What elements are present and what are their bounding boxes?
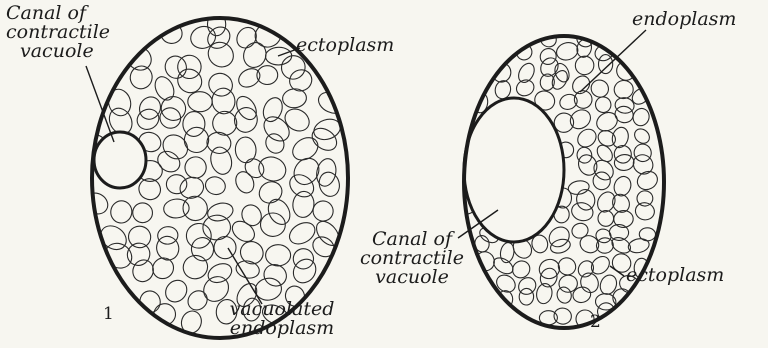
vacuole-cell [232, 169, 257, 196]
label-ectoplasm-2: ectoplasm [626, 266, 724, 285]
vacuole-cell [574, 126, 599, 151]
vacuole-cell [262, 130, 287, 156]
vacuole-cell [177, 174, 206, 201]
figure-number-2: 2 [590, 312, 601, 332]
vacuole-cell [553, 307, 573, 326]
vacuole-cell [577, 233, 601, 256]
vacuole-cell [281, 105, 313, 136]
leader-ectoplasm-2 [610, 266, 624, 276]
vacuole-cell [631, 106, 652, 128]
vacuole-cell [514, 77, 537, 98]
label-ectoplasm-1: ectoplasm [296, 36, 394, 55]
vacuole-cell [634, 201, 656, 222]
contractile-vacuole-2 [464, 98, 564, 242]
label-endoplasm: endoplasm [222, 319, 342, 338]
vacuole-cell [631, 141, 654, 164]
vacuole-cell [554, 40, 579, 62]
vacuole-cell [157, 226, 179, 246]
vacuole-cell [265, 244, 290, 266]
vacuole-cell [594, 95, 613, 114]
vacuole-cell [180, 252, 210, 281]
vacuole-cell [182, 154, 209, 181]
vacuole-cell [260, 261, 290, 290]
vacuole-cell [552, 61, 571, 84]
vacuole-cell [264, 195, 294, 228]
vacuole-cell [613, 104, 635, 125]
vacuole-cell [567, 106, 594, 133]
vacuole-cell [629, 151, 656, 178]
vacuole-cell [598, 210, 614, 226]
vacuole-cell [593, 172, 610, 190]
vacuole-cell [597, 273, 619, 297]
vacuole-cell [208, 145, 235, 177]
vacuole-cell [558, 274, 579, 294]
contractile-vacuole-1 [94, 132, 146, 188]
vacuole-cell [571, 285, 592, 304]
label-canal-line-3: vacuole [6, 42, 110, 61]
vacuole-cell [105, 87, 133, 119]
vacuole-cell [545, 223, 573, 251]
vacuole-cell [126, 224, 153, 250]
vacuole-cell [185, 222, 212, 249]
vacuole-cell [286, 218, 319, 248]
figure-number-1: 1 [103, 304, 114, 324]
vacuole-cell [158, 130, 192, 164]
vacuole-cell [203, 174, 227, 196]
label-canal-line-3-fig2: vacuole [352, 268, 472, 287]
vacuole-cell [184, 287, 211, 314]
vacuole-cell [236, 237, 267, 268]
vacuole-cell [234, 259, 261, 281]
vacuole-cell [538, 266, 560, 290]
vacuole-cell [129, 199, 157, 227]
vacuole-cell [590, 156, 617, 183]
vacuole-cell [109, 199, 134, 225]
vacuole-cell [154, 147, 184, 176]
vacuole-cell [613, 79, 635, 100]
leader-canal-1 [86, 66, 114, 142]
vacuole-cell [188, 23, 218, 51]
vacuole-cell [555, 285, 573, 305]
vacuole-cell [178, 191, 212, 225]
vacuole-cell [182, 125, 211, 154]
vacuole-cell [188, 91, 213, 111]
vacuole-cell [255, 153, 289, 185]
figure-2 [456, 27, 664, 332]
figure-1 [81, 13, 348, 338]
vacuole-cell [515, 61, 537, 86]
vacuole-cell [205, 260, 235, 286]
vacuole-cell [632, 126, 653, 146]
vacuole-cell [537, 45, 559, 67]
vacuole-cell [285, 170, 317, 201]
vacuole-cell [206, 200, 235, 223]
vacuole-cell [161, 276, 191, 306]
vacuole-cell [519, 288, 534, 305]
vacuole-cell [162, 53, 189, 81]
label-endoplasm-2: endoplasm [632, 10, 736, 29]
vacuole-cell [569, 200, 595, 223]
label-canal-of-contractile-vacuole-2: Canal of contractile vacuole [352, 230, 472, 287]
vacuole-cell [166, 175, 187, 194]
vacuole-cell [570, 221, 590, 240]
vacuole-cell [128, 63, 155, 91]
label-vacuolated-endoplasm-1: vacuolated endoplasm [222, 300, 342, 338]
vacuole-cell [594, 189, 618, 215]
label-canal-of-contractile-vacuole-1: Canal of contractile vacuole [6, 4, 110, 61]
vacuole-cell [609, 234, 633, 256]
